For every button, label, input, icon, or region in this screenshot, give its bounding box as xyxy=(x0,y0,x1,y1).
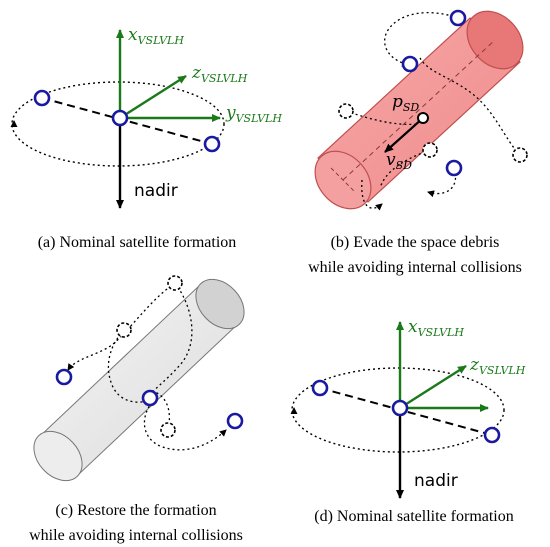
formation-baseline xyxy=(41,97,213,145)
caption-c-line2: while avoiding internal collisions xyxy=(29,527,243,544)
satellite-right xyxy=(203,135,221,153)
cylinder-axis xyxy=(342,39,496,181)
x-axis-label-d: xVSLVLH xyxy=(408,317,464,339)
restore-cylinder-bottom-cap xyxy=(33,430,83,482)
panel-b: pSD vSD (b) Evade the space debris while… xyxy=(308,9,528,276)
satellite-center xyxy=(111,109,129,127)
restore-trajectory-5 xyxy=(147,282,193,399)
caption-a: (a) Nominal satellite formation xyxy=(38,234,237,251)
z-axis-label-d: zVSLVLH xyxy=(469,355,526,377)
satellite-ghost-c3 xyxy=(160,422,176,438)
y-axis-label: yVSLVLH xyxy=(225,103,282,125)
satellite-ghost-b1 xyxy=(338,103,354,119)
debris-position-label: pSD xyxy=(392,92,419,114)
z-axis-arrow-d xyxy=(399,364,467,410)
satellite-d-center xyxy=(391,399,409,417)
nadir-label: nadir xyxy=(134,181,178,201)
cap-diameter-dash xyxy=(330,167,356,193)
caption-b-line1: (b) Evade the space debris xyxy=(331,234,500,251)
panel-a: xVSLVLH zVSLVLH yVSLVLH nadir (a) Nomina… xyxy=(10,25,282,251)
satellite-d-right xyxy=(483,426,501,444)
trajectory-5 xyxy=(379,149,431,189)
nadir-label-d: nadir xyxy=(414,471,458,491)
satellite-b2 xyxy=(401,55,419,73)
space-debris xyxy=(417,112,429,124)
restore-trajectory-3 xyxy=(149,389,171,431)
satellite-left xyxy=(33,89,51,107)
x-axis-label: xVSLVLH xyxy=(128,25,184,47)
satellite-b3 xyxy=(445,159,463,177)
restore-cylinder-top-cap xyxy=(195,278,245,330)
z-axis-label: zVSLVLH xyxy=(191,63,248,85)
debris-velocity-arrow xyxy=(384,117,424,153)
satellite-c2 xyxy=(141,389,159,407)
satellite-c3 xyxy=(226,412,244,430)
satellite-ghost-b2 xyxy=(422,142,438,158)
trajectory-6 xyxy=(361,179,383,211)
panel-d: xVSLVLH zVSLVLH nadir (d) Nominal satell… xyxy=(290,317,526,525)
debris-velocity-label: vSD xyxy=(386,150,412,172)
satellite-ghost-c2 xyxy=(116,322,132,338)
trajectory-1 xyxy=(384,12,459,67)
panel-c: (c) Restore the formation while avoiding… xyxy=(29,275,245,544)
satellite-c1 xyxy=(55,368,73,386)
satellite-d-left xyxy=(311,379,329,397)
caption-b-line2: while avoiding internal collisions xyxy=(308,259,522,276)
orbit-ellipse-d xyxy=(291,367,505,453)
z-axis-arrow xyxy=(119,74,187,120)
satellite-ghost-b3 xyxy=(512,147,528,163)
orbit-ellipse xyxy=(11,81,225,167)
caption-c-line1: (c) Restore the formation xyxy=(55,502,216,519)
satellite-b1 xyxy=(449,9,467,27)
restore-trajectory-4 xyxy=(143,401,227,451)
caption-d: (d) Nominal satellite formation xyxy=(314,508,514,525)
trajectory-2 xyxy=(419,57,521,156)
trajectory-4 xyxy=(427,167,457,198)
satellite-ghost-c1 xyxy=(167,275,183,291)
formation-baseline-d xyxy=(319,387,493,436)
